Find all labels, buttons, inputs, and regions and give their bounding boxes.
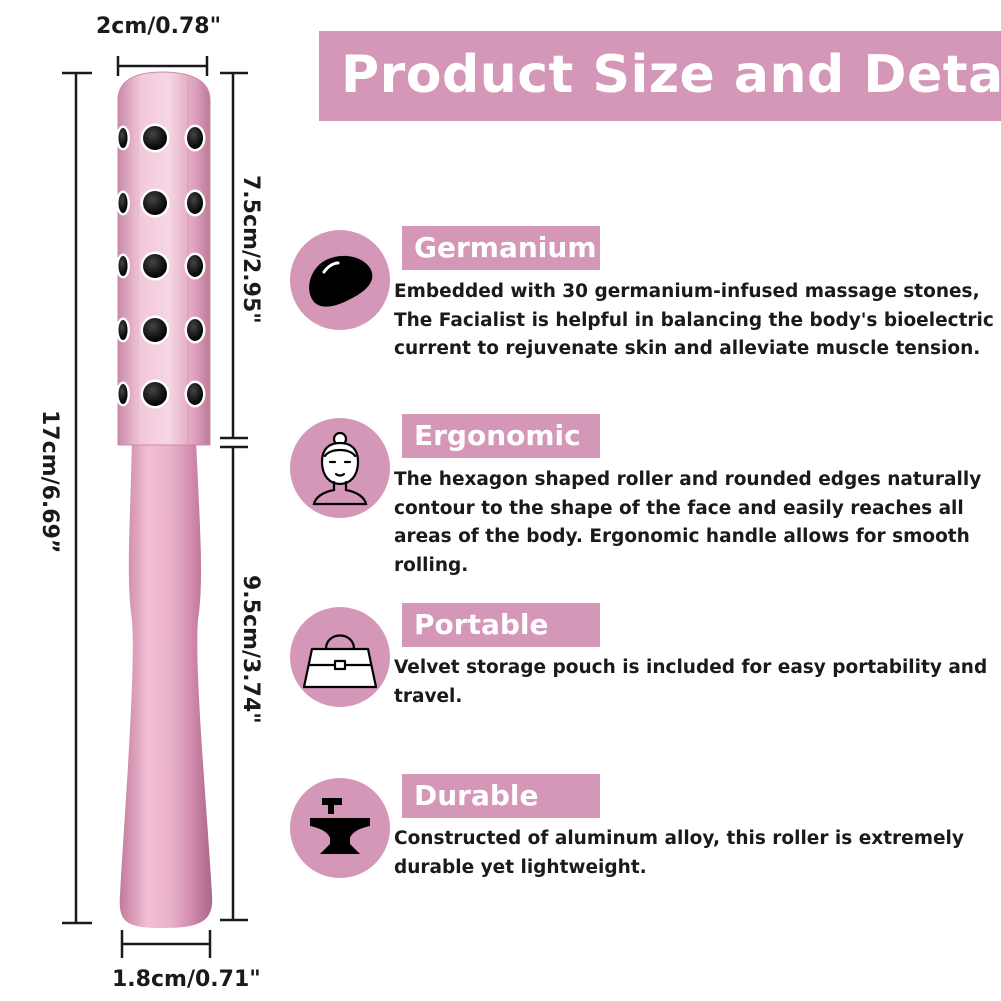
bottom-width-label: 1.8cm/0.71" (112, 967, 261, 992)
feature-title-germanium: Germanium (402, 226, 600, 270)
feature-text-portable: Velvet storage pouch is included for eas… (394, 657, 988, 707)
massage-stone (187, 127, 203, 149)
massage-stone (118, 320, 128, 340)
woman-face-icon (312, 431, 368, 506)
germanium-icon-circle (290, 230, 390, 330)
title-banner: Product Size and Detail (319, 31, 1001, 121)
massage-stone (143, 191, 167, 215)
massage-stone (143, 318, 167, 342)
massage-stone (143, 382, 167, 406)
feature-title-durable: Durable (402, 774, 600, 818)
handbag-icon (302, 634, 378, 689)
massage-stone (187, 255, 203, 277)
roller-illustration (116, 71, 213, 928)
germanium-stone-icon (309, 255, 373, 307)
head-length-label: 7.5cm/2.95" (238, 175, 263, 324)
feature-text-germanium: Embedded with 30 germanium-infused massa… (394, 281, 994, 359)
feature-text-durable: Constructed of aluminum alloy, this roll… (394, 828, 964, 878)
massage-stone (143, 254, 167, 278)
massage-stone (118, 256, 128, 276)
feature-text-ergonomic: The hexagon shaped roller and rounded ed… (394, 469, 982, 576)
durable-icon-circle (290, 778, 390, 878)
page-title: Product Size and Detail (341, 45, 1001, 105)
massage-stone (187, 192, 203, 214)
ergonomic-icon-circle (290, 418, 390, 518)
feature-title-ergonomic: Ergonomic (402, 414, 600, 458)
roller-handle (119, 440, 213, 928)
top-width-label: 2cm/0.78" (96, 14, 222, 39)
massage-stone (118, 193, 128, 213)
massage-stone (118, 128, 128, 148)
massage-stone (143, 126, 167, 150)
total-length-label: 17cm/6.69” (37, 410, 62, 554)
massage-stone (187, 383, 203, 405)
feature-title-portable: Portable (402, 603, 600, 647)
massage-stone (118, 384, 128, 404)
anvil-icon (310, 798, 370, 854)
massage-stone (187, 319, 203, 341)
handle-length-label: 9.5cm/3.74" (238, 575, 263, 724)
portable-icon-circle (290, 607, 390, 707)
massage-stones (116, 123, 206, 409)
